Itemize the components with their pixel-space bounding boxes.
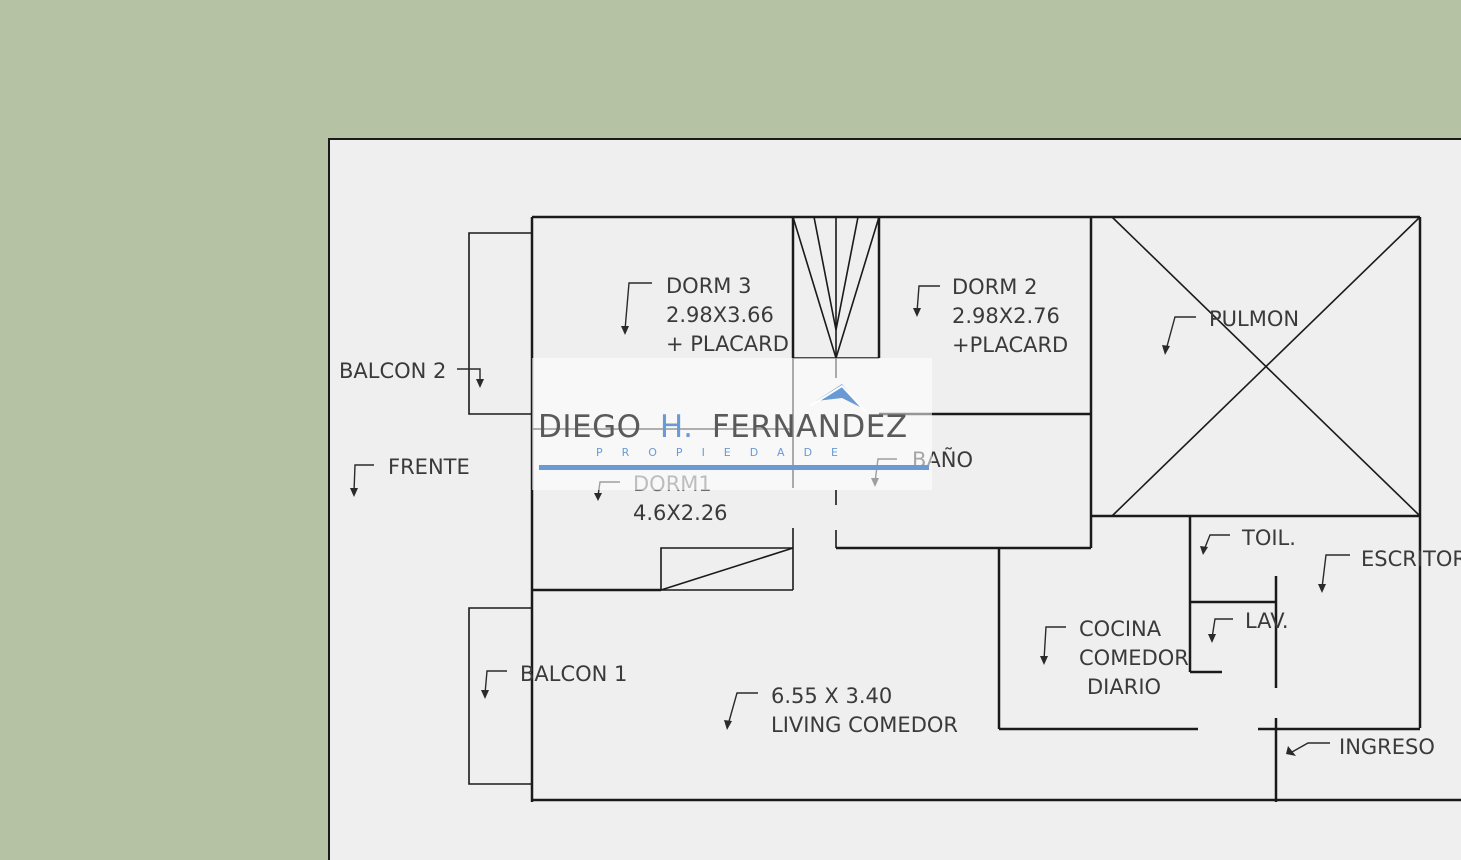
pointer-dorm3 [624,282,652,331]
watermark-roof-icon [816,384,862,408]
watermark-name-part2: FERNANDEZ [712,409,908,445]
dorm1-closet-outline [660,547,793,590]
pointer-living [727,692,758,726]
pointer-ingreso [1291,742,1330,753]
label-balcon1: BALCON 1 [520,662,627,686]
plan-sheet: DORM 3 2.98X3.66 + PLACARD DORM 2 2.98X2… [328,138,1461,860]
pointer-pulmon [1165,316,1196,351]
label-lav: LAV. [1245,609,1289,633]
pointer-dorm2 [916,285,940,313]
watermark-name-initial: H. [660,409,694,445]
label-dorm3-extra: + PLACARD [666,332,789,356]
label-frente: FRENTE [388,455,470,479]
floor-plan-drawing: DORM 3 2.98X3.66 + PLACARD DORM 2 2.98X2… [339,215,1461,802]
pointer-frente [353,464,374,493]
label-dorm3-size: 2.98X3.66 [666,303,774,327]
label-living-size: 6.55 X 3.40 [771,684,892,708]
placard-v-inner [813,216,859,331]
label-dorm3-name: DORM 3 [666,274,751,298]
label-living-name: LIVING COMEDOR [771,713,958,737]
balcon2-outline [468,232,532,415]
label-dorm2-extra: +PLACARD [952,333,1068,357]
watermark-subtitle: PROPIEDADE [596,446,857,459]
watermark-underline [539,465,929,470]
label-dorm2-name: DORM 2 [952,275,1037,299]
label-cocina-2: COMEDOR [1079,646,1189,670]
label-pulmon: PULMON [1209,307,1299,331]
pulmon-diagonal-b [1111,216,1421,517]
pointer-escritorio [1321,554,1350,589]
pointer-balcon2 [457,368,481,382]
pointer-lav [1211,618,1233,639]
label-escritorio: ESCRITOR [1361,547,1461,571]
label-cocina-3: DIARIO [1087,675,1161,699]
watermark-name: DIEGO H. FERNANDEZ [538,409,908,445]
pointer-toil [1203,534,1230,551]
label-cocina-1: COCINA [1079,617,1162,641]
label-toil: TOIL. [1241,526,1296,550]
balcon1-outline [468,607,532,785]
label-dorm1-size: 4.6X2.26 [633,501,728,525]
label-balcon2: BALCON 2 [339,359,446,383]
pointer-balcon1 [484,670,507,695]
label-ingreso: INGRESO [1339,735,1435,759]
label-dorm2-size: 2.98X2.76 [952,304,1060,328]
watermark: DIEGO H. FERNANDEZ PROPIEDADE [532,358,932,490]
dorm1-closet-diagonal [660,547,794,591]
pointer-cocina [1043,626,1066,661]
watermark-name-part1: DIEGO [538,409,642,445]
